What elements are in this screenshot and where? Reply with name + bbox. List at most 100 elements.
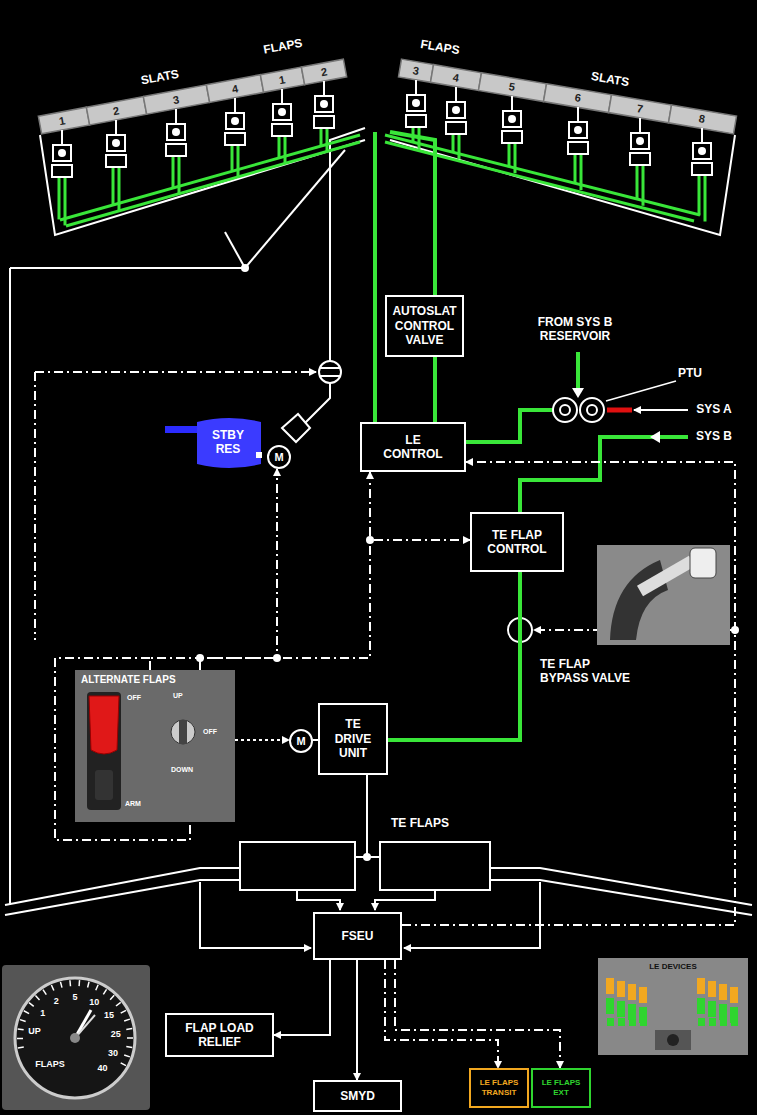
switch-art — [75, 670, 235, 822]
hydraulic-line — [373, 132, 377, 422]
panel-text: UP — [173, 692, 183, 700]
control-wire — [34, 372, 36, 640]
hydraulic-line — [178, 156, 181, 193]
gauge-tick — [24, 1011, 29, 1014]
torque-tube — [366, 775, 368, 857]
actuator — [406, 115, 426, 127]
actuator-rod — [281, 89, 283, 104]
reservoir-tank — [197, 418, 261, 468]
le-indicator — [606, 998, 614, 1014]
label: TE FLAP BYPASS VALVE — [540, 658, 640, 686]
gauge-tick — [110, 995, 114, 999]
label: 1 — [278, 73, 286, 87]
label: UP — [28, 1026, 41, 1036]
wing-panel — [430, 65, 481, 91]
label: 8 — [698, 112, 706, 125]
node-text: LE FLAPS EXT — [538, 1078, 584, 1097]
actuator-rod — [455, 87, 457, 102]
control-box: TE FLAP CONTROL — [470, 512, 564, 572]
gauge-hub — [70, 1033, 80, 1043]
sensor-wire — [404, 882, 540, 948]
le-indicator — [618, 1018, 625, 1026]
gauge-tick — [18, 1028, 24, 1030]
switch-base — [87, 692, 121, 810]
reservoir-port — [256, 452, 262, 458]
standby-line — [298, 128, 365, 430]
hydraulic-line — [458, 134, 461, 159]
label: FLAPS — [419, 38, 460, 58]
annunciator-light: LE FLAPS EXT — [531, 1068, 591, 1108]
actuator — [569, 122, 587, 138]
actuator — [407, 95, 425, 111]
hydraulic-line — [284, 136, 287, 163]
te-flap-box — [380, 842, 490, 890]
gauge-tick — [96, 985, 98, 991]
panel-text: OFF — [127, 694, 141, 702]
actuator — [225, 133, 245, 145]
actuator — [314, 116, 334, 128]
label: 4 — [231, 82, 239, 96]
le-indicator — [697, 978, 705, 994]
reservoir-pipe — [165, 426, 199, 433]
gauge-tick — [78, 980, 80, 986]
hydraulic-line — [385, 142, 694, 221]
wire — [10, 267, 245, 269]
hydraulic-line — [576, 352, 580, 390]
le-indicator — [720, 1018, 727, 1026]
actuator-rod — [323, 81, 325, 96]
wing-panel — [38, 107, 89, 134]
le-indicator — [697, 998, 705, 1014]
gauge-tick — [88, 982, 89, 988]
gauge-tick — [124, 1055, 130, 1057]
valve-box: AUTOSLAT CONTROL VALVE — [385, 295, 464, 357]
sensor-wire — [200, 882, 311, 948]
actuator — [172, 128, 180, 136]
label: SYS B — [696, 430, 732, 444]
ptu-gear — [553, 398, 577, 422]
le-indicator — [730, 987, 738, 1003]
node-text: FSEU — [341, 929, 373, 943]
le-indicator — [617, 1001, 625, 1017]
le-indicator — [708, 1001, 716, 1017]
le-indicator — [719, 1004, 727, 1020]
actuator-rod — [115, 120, 117, 135]
reservoir: STBY RES — [165, 414, 262, 472]
actuator-rod — [511, 96, 513, 111]
actuator — [167, 124, 185, 140]
actuator — [574, 126, 582, 134]
hydraulic-line — [466, 410, 553, 442]
hydraulic-line — [698, 175, 701, 216]
motor-symbol: M — [267, 445, 291, 469]
te-flap-box — [240, 842, 355, 890]
actuator — [58, 149, 66, 157]
le-indicator — [617, 981, 625, 997]
sensor-wire — [375, 890, 435, 910]
node-text: M — [274, 451, 283, 463]
label: 40 — [97, 1063, 107, 1073]
hydraulic-line — [508, 143, 511, 167]
ptu-gear — [560, 405, 570, 415]
switch-panel: ALTERNATE FLAPSOFFARMUPOFFDOWN — [75, 670, 235, 822]
le-indicator — [640, 1018, 647, 1026]
hydraulic-line — [385, 135, 700, 215]
panel-text: OFF — [203, 728, 217, 736]
actuator-rod — [577, 107, 579, 122]
hydraulic-line — [64, 177, 67, 225]
wing-panel — [301, 59, 346, 85]
sensor-wire — [297, 890, 340, 910]
gauge-tick — [43, 990, 46, 995]
standby-valve — [282, 414, 310, 442]
actuator — [52, 165, 72, 177]
actuator — [693, 143, 711, 159]
flap-gauge — [2, 965, 150, 1110]
actuator — [320, 100, 328, 108]
wire — [9, 268, 11, 905]
actuator-rod — [701, 128, 703, 143]
label: LE DEVICES — [649, 962, 697, 971]
shutoff-valve — [319, 361, 341, 383]
label: 1 — [58, 114, 66, 128]
label: FLAPS — [35, 1059, 65, 1069]
computer-box: FSEU — [313, 912, 402, 960]
hydraulic-line — [231, 145, 234, 170]
